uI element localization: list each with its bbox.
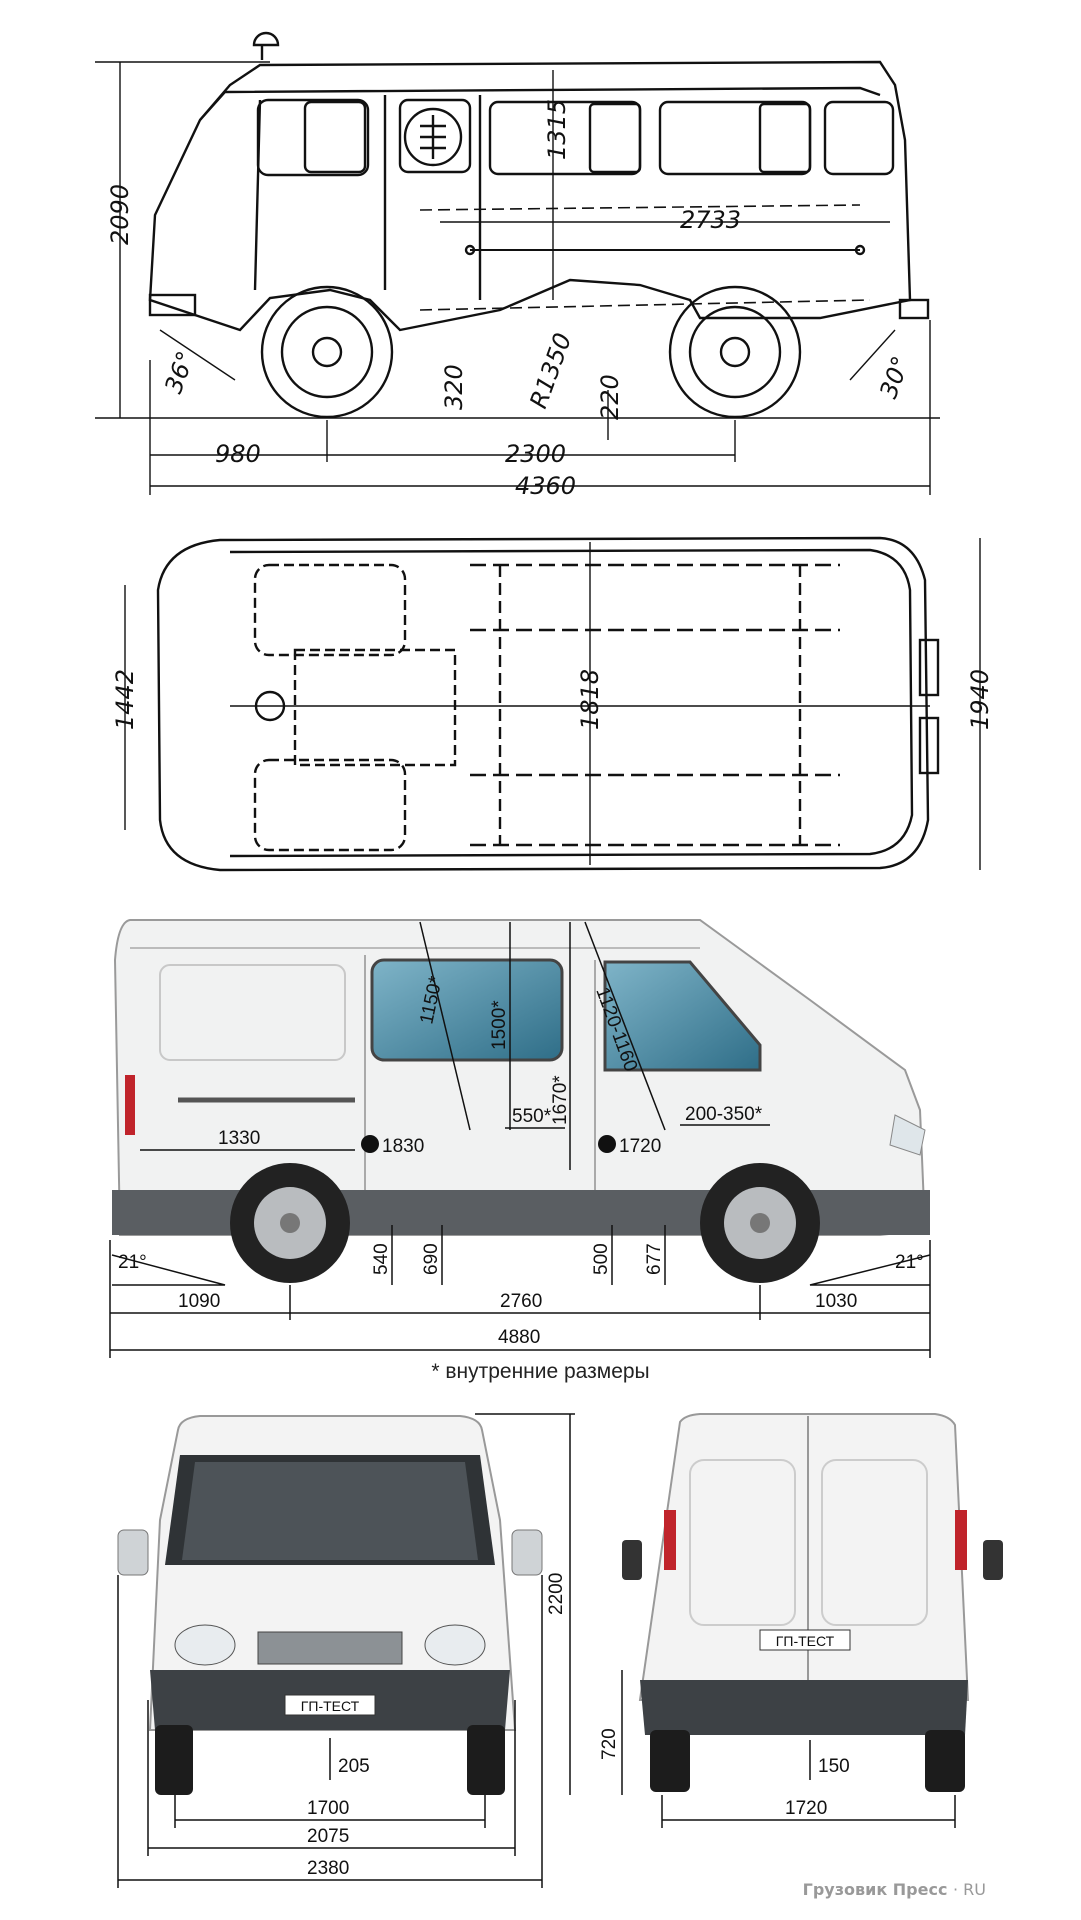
uaz-body-outline (148, 60, 912, 332)
gazel-rear: ГП-ТЕСТ (622, 1413, 1003, 1792)
gazel-inner-height-label: 1670* (550, 1075, 571, 1125)
uaz-width-front-label: 1442 (111, 669, 139, 730)
uaz-step-label: 320 (440, 364, 468, 410)
gazel-sill-b-label: 690 (421, 1243, 442, 1275)
uaz-radius-label: R1350 (524, 329, 577, 412)
gazel-angle-rear-label: 21° (118, 1252, 147, 1273)
uaz-top-view: 1442 1818 1940 (0, 520, 1081, 890)
gazel-side-window (370, 958, 564, 1062)
uaz-roof-label: 1315 (543, 99, 571, 160)
rear-load-height-label: 720 (599, 1728, 620, 1760)
watermark-suffix: · RU (953, 1880, 986, 1899)
uaz-rear-wheel (668, 285, 802, 419)
gazel-length-label: 4880 (498, 1327, 540, 1348)
uaz-width-inner-label: 1818 (576, 669, 604, 730)
gazel-seat-span-label: 200-350* (685, 1104, 763, 1125)
watermark: Грузовик Пресс · RU (803, 1880, 986, 1899)
gazel-front-overhang-label: 1030 (815, 1291, 857, 1312)
gazel-sill-c-label: 500 (591, 1243, 612, 1275)
uaz-approach-label: 36° (159, 347, 200, 397)
gazel-wheelbase-label: 2760 (500, 1291, 542, 1312)
rear-plate-text: ГП-ТЕСТ (776, 1633, 835, 1649)
uaz-cross-emblem (403, 107, 463, 167)
uaz-cargo-label: 2733 (680, 206, 741, 234)
gazel-front: ГП-ТЕСТ (117, 1415, 543, 1795)
uaz-length-label: 4360 (515, 472, 576, 500)
uaz-top-outline (156, 536, 930, 872)
gazel-sill-d-label: 677 (644, 1243, 665, 1275)
front-plate-text: ГП-ТЕСТ (301, 1698, 360, 1714)
rear-track-label: 1720 (785, 1798, 827, 1819)
gazel-rear-length-label: 1330 (218, 1128, 260, 1149)
uaz-width-overall-label: 1940 (966, 669, 994, 730)
gazel-angle-front-label: 21° (895, 1252, 924, 1273)
gazel-sill-a-label: 540 (371, 1243, 392, 1275)
gazel-point-a-label: 1830 (382, 1136, 424, 1157)
gazel-side-view: 1150* 1500* 1120-1160 1670* 550* 200-350… (0, 900, 1081, 1360)
gazel-front-rear-view: ГП-ТЕСТ ГП-ТЕСТ 2200 205 1700 2075 2380 … (0, 1400, 1081, 1900)
gazel-front-wheel (700, 1163, 820, 1283)
front-clearance-label: 205 (338, 1756, 370, 1777)
front-body-width-label: 2075 (307, 1826, 349, 1847)
rear-clearance-label: 150 (818, 1756, 850, 1777)
uaz-front-wheel (260, 285, 394, 419)
uaz-wheelbase-label: 2300 (505, 440, 566, 468)
gazel-point-b-label: 1720 (619, 1136, 661, 1157)
footnote: * внутренние размеры (431, 1360, 650, 1383)
uaz-side-view: 2090 1315 2733 36° 30° 320 R1350 220 980… (0, 0, 1081, 510)
gazel-window-height-label: 1500* (489, 1000, 510, 1050)
gazel-rear-overhang-label: 1090 (178, 1291, 220, 1312)
front-track-label: 1700 (307, 1798, 349, 1819)
watermark-brand: Грузовик Пресс (802, 1880, 948, 1899)
front-height-label: 2200 (546, 1573, 567, 1615)
uaz-clearance-label: 220 (596, 374, 624, 420)
uaz-departure-label: 30° (874, 352, 915, 402)
front-mirror-width-label: 2380 (307, 1858, 349, 1879)
gazel-rear-wheel (230, 1163, 350, 1283)
gazel-door-window (603, 960, 762, 1072)
uaz-window-cab (256, 98, 370, 177)
uaz-overhang-label: 980 (215, 440, 261, 468)
gazel-door-width-label: 550* (512, 1106, 552, 1127)
uaz-height-label: 2090 (106, 184, 134, 245)
